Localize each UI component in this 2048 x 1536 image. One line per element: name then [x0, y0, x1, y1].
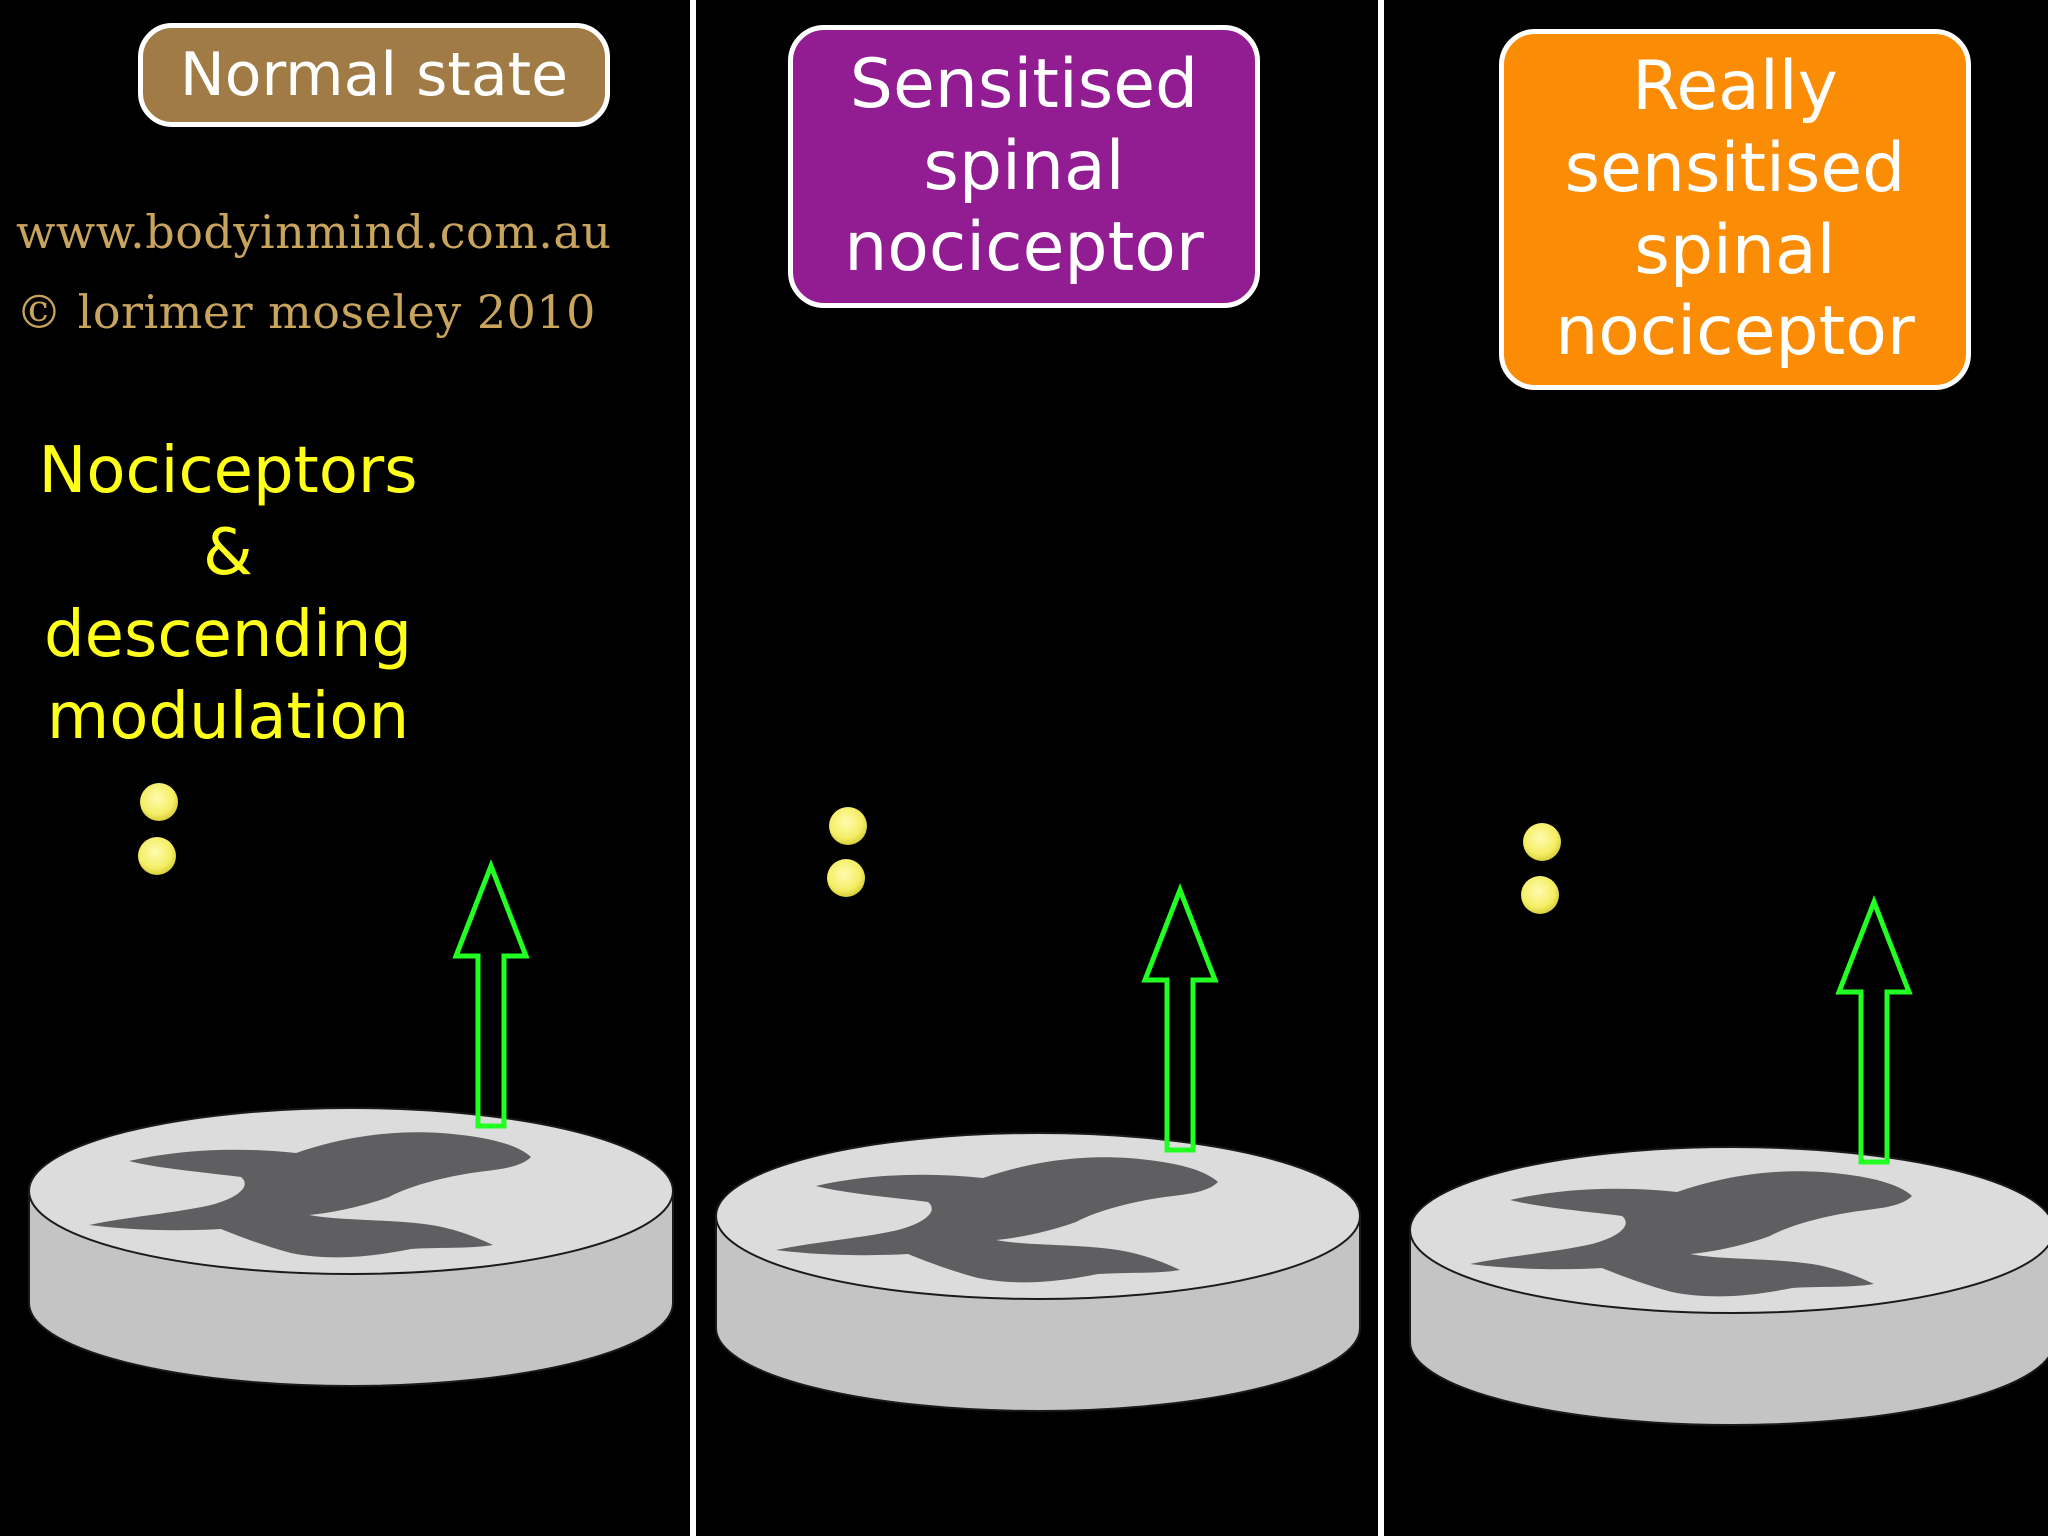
- signal-arrow-normal: [456, 866, 526, 1126]
- spinal-cord-segment-really-sensitised: [1409, 1146, 2048, 1426]
- neurotransmitter-dots-really-sensitised: [1521, 823, 1561, 914]
- sensitised-label-line-3: nociceptor: [844, 208, 1204, 288]
- normal-state-label-line: Normal state: [179, 40, 569, 110]
- topic-line-4: modulation: [46, 680, 410, 754]
- neurotransmitter-dots-sensitised: [827, 807, 867, 897]
- signal-arrow-sensitised: [1145, 890, 1215, 1150]
- really-sensitised-label-line-1: Really: [1632, 47, 1838, 127]
- topic-line-3: descending: [43, 598, 413, 672]
- really-sensitised-label-line-3: spinal: [1634, 210, 1836, 290]
- website-credit: www.bodyinmind.com.au: [16, 205, 612, 259]
- topic-heading: Nociceptors & descending modulation: [0, 430, 456, 758]
- sensitised-label-line-2: spinal: [923, 126, 1125, 206]
- copyright-credit: © lorimer moseley 2010: [16, 285, 596, 339]
- panel-divider-1: [690, 0, 696, 1536]
- really-sensitised-nociceptor-label: Really sensitised spinal nociceptor: [1499, 29, 1971, 390]
- really-sensitised-label-line-4: nociceptor: [1555, 292, 1915, 372]
- really-sensitised-label-line-2: sensitised: [1564, 128, 1906, 208]
- spinal-cord-segment-sensitised: [715, 1132, 1361, 1412]
- topic-line-2: &: [203, 516, 253, 590]
- panel-divider-2: [1378, 0, 1384, 1536]
- sensitised-nociceptor-label: Sensitised spinal nociceptor: [788, 25, 1260, 308]
- neurotransmitter-dots-normal: [138, 783, 178, 875]
- topic-line-1: Nociceptors: [38, 434, 418, 508]
- sensitised-label-line-1: Sensitised: [849, 45, 1199, 125]
- normal-state-label: Normal state: [138, 23, 610, 127]
- signal-arrow-really-sensitised: [1839, 902, 1909, 1162]
- spinal-cord-segment-normal: [28, 1107, 674, 1387]
